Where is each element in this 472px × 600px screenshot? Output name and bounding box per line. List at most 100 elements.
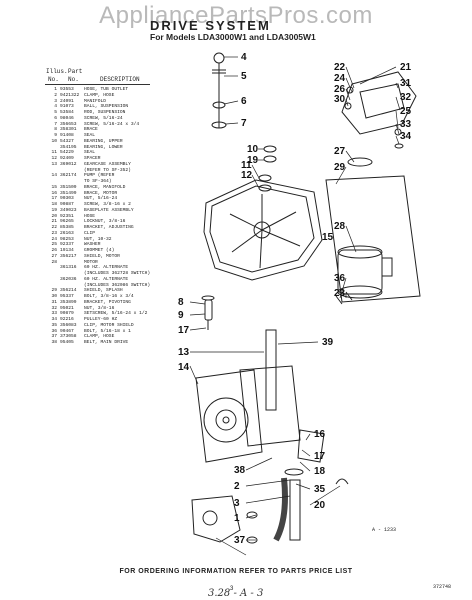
part-description: LOCKNUT, 3/8-16 bbox=[84, 219, 126, 225]
illus-number: 21 bbox=[51, 219, 57, 225]
part-number: 356217 bbox=[60, 253, 77, 259]
part-description: ROD, SUSPENSION bbox=[84, 110, 126, 115]
callout-number: 7 bbox=[241, 118, 247, 129]
part-number: 361316 bbox=[60, 265, 77, 271]
callout-number: 26 bbox=[334, 84, 346, 95]
illus-number: 28 bbox=[51, 259, 57, 265]
part-number: 54229 bbox=[60, 150, 74, 156]
part-number: 96265 bbox=[60, 219, 74, 225]
manifold-part bbox=[191, 495, 241, 543]
callout-number: 17 bbox=[178, 325, 190, 336]
part-number: 93553 bbox=[60, 87, 74, 92]
illus-number: 9 bbox=[54, 133, 57, 138]
parts-list-row: 28 MOTOR bbox=[45, 260, 205, 266]
callout-number: 17 bbox=[314, 451, 326, 462]
part-description: SPACER bbox=[84, 156, 101, 161]
illus-number: 19 bbox=[51, 207, 57, 213]
illus-number: 31 bbox=[51, 299, 57, 305]
baseplate-part bbox=[203, 179, 323, 281]
callout-number: 24 bbox=[334, 73, 346, 84]
callout-number: 22 bbox=[334, 62, 346, 73]
part-description: MANIFOLD bbox=[84, 98, 107, 104]
part-number: 351499 bbox=[60, 190, 77, 196]
part-description: SCREW, 5/16-24 x 3/4 bbox=[84, 121, 140, 127]
callout-number: 12 bbox=[241, 170, 253, 181]
callout-number: 2 bbox=[234, 481, 240, 492]
part-number: 354195 bbox=[60, 144, 77, 150]
callout-number: 18 bbox=[314, 466, 326, 477]
illus-number: 24 bbox=[51, 236, 57, 242]
part-description: BOLT, 3/8-16 x 3/4 bbox=[84, 294, 134, 299]
part-number: 373058 bbox=[60, 334, 77, 340]
part-description: GEARCASE ASSEMBLY bbox=[84, 161, 131, 167]
callout-number: 16 bbox=[314, 429, 326, 440]
part-description: BRACE bbox=[84, 127, 98, 133]
callout-number: 38 bbox=[234, 465, 246, 476]
parts-list-row: (INCLUDES 362086 SWITCH) bbox=[45, 283, 205, 289]
drive-shaft-part bbox=[265, 329, 277, 411]
illus-number: 23 bbox=[51, 230, 57, 236]
part-number: 54327 bbox=[60, 138, 74, 144]
part-description: HOSE bbox=[84, 213, 96, 219]
callout-number: 25 bbox=[400, 106, 412, 117]
callout-number: 39 bbox=[322, 337, 334, 348]
part-description: TO SF-364) bbox=[84, 179, 112, 184]
illus-number: 38 bbox=[51, 340, 57, 345]
document-code: 372748 bbox=[433, 584, 452, 590]
part-description: NUT, 10-32 bbox=[84, 236, 112, 242]
part-number: 90303 bbox=[60, 196, 74, 202]
illus-number: 8 bbox=[54, 127, 57, 133]
callout-number: 35 bbox=[314, 484, 326, 495]
part-description: (INCLUDES 362728 SWITCH) bbox=[84, 271, 151, 276]
callout-number: 23 bbox=[334, 288, 346, 299]
callout-number: 21 bbox=[400, 62, 412, 73]
part-number: 98046 bbox=[60, 115, 74, 121]
illus-number: 2 bbox=[54, 92, 57, 98]
callout-number: 6 bbox=[241, 96, 247, 107]
part-number: 85385 bbox=[60, 225, 74, 230]
part-description: BRACE, MANIFOLD bbox=[84, 184, 126, 190]
illus-number: 14 bbox=[51, 173, 57, 179]
parts-list-row: (INCLUDES 362728 SWITCH) bbox=[45, 271, 205, 277]
callout-number: 3 bbox=[234, 498, 240, 509]
col-header-illus: Illus. bbox=[46, 68, 68, 75]
figure-code: A - 1233 bbox=[372, 527, 397, 533]
illus-number: 17 bbox=[51, 196, 57, 202]
part-description: NUT, 3/8-16 bbox=[84, 305, 115, 311]
part-number: 356653 bbox=[60, 121, 77, 127]
part-number: 92337 bbox=[60, 242, 74, 248]
illus-number: 20 bbox=[51, 213, 57, 219]
part-number: 95405 bbox=[60, 340, 74, 345]
callout-number: 5 bbox=[241, 71, 247, 82]
part-number: 353899 bbox=[60, 299, 77, 305]
header-rule bbox=[45, 84, 150, 85]
illus-number: 34 bbox=[51, 317, 57, 322]
motor-shield-part bbox=[325, 175, 421, 303]
part-description: PULLEY-60 HZ bbox=[84, 317, 118, 322]
part-description: BRACKET, PIVOTING bbox=[84, 299, 131, 305]
callout-number: 36 bbox=[334, 273, 346, 284]
callout-number: 32 bbox=[400, 92, 412, 103]
part-description: MOTOR bbox=[84, 259, 98, 265]
page-subtitle: For Models LDA3000W1 and LDA3005W1 bbox=[150, 32, 316, 42]
part-description: BASEPLATE ASSEMBLY bbox=[84, 207, 134, 213]
callout-number: 28 bbox=[334, 221, 346, 232]
illus-number: 26 bbox=[51, 248, 57, 253]
callout-number: 4 bbox=[241, 52, 247, 63]
pump-part bbox=[195, 369, 263, 463]
part-description: CLAMP, HOSE bbox=[84, 92, 115, 98]
gearcase-part bbox=[239, 365, 301, 447]
